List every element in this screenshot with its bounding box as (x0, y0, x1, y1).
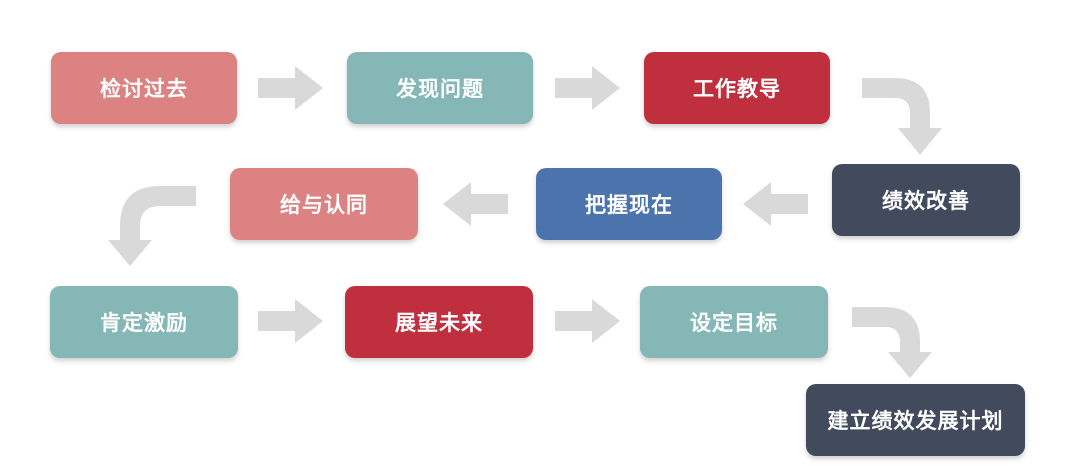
step-review-past: 检讨过去 (51, 52, 237, 124)
step-find-problems: 发现问题 (347, 52, 533, 124)
arrow-right-3 (258, 299, 323, 343)
step-build-development-plan: 建立绩效发展计划 (806, 384, 1025, 456)
arrow-right-2 (555, 66, 620, 110)
arrow-curve-down-left (108, 186, 196, 266)
step-set-goals: 设定目标 (640, 286, 828, 358)
step-performance-improvement: 绩效改善 (832, 164, 1020, 236)
step-affirm-motivate: 肯定激励 (50, 286, 238, 358)
arrow-left-1 (743, 182, 808, 226)
step-give-recognition: 给与认同 (230, 168, 418, 240)
arrow-left-2 (443, 182, 508, 226)
arrow-right-1 (258, 66, 323, 110)
step-work-guidance: 工作教导 (644, 52, 830, 124)
arrow-curve-down-right-1 (862, 78, 942, 155)
step-grasp-present: 把握现在 (536, 168, 722, 240)
arrow-right-4 (555, 299, 620, 343)
step-look-future: 展望未来 (345, 286, 533, 358)
arrow-curve-down-right-2 (852, 307, 932, 378)
